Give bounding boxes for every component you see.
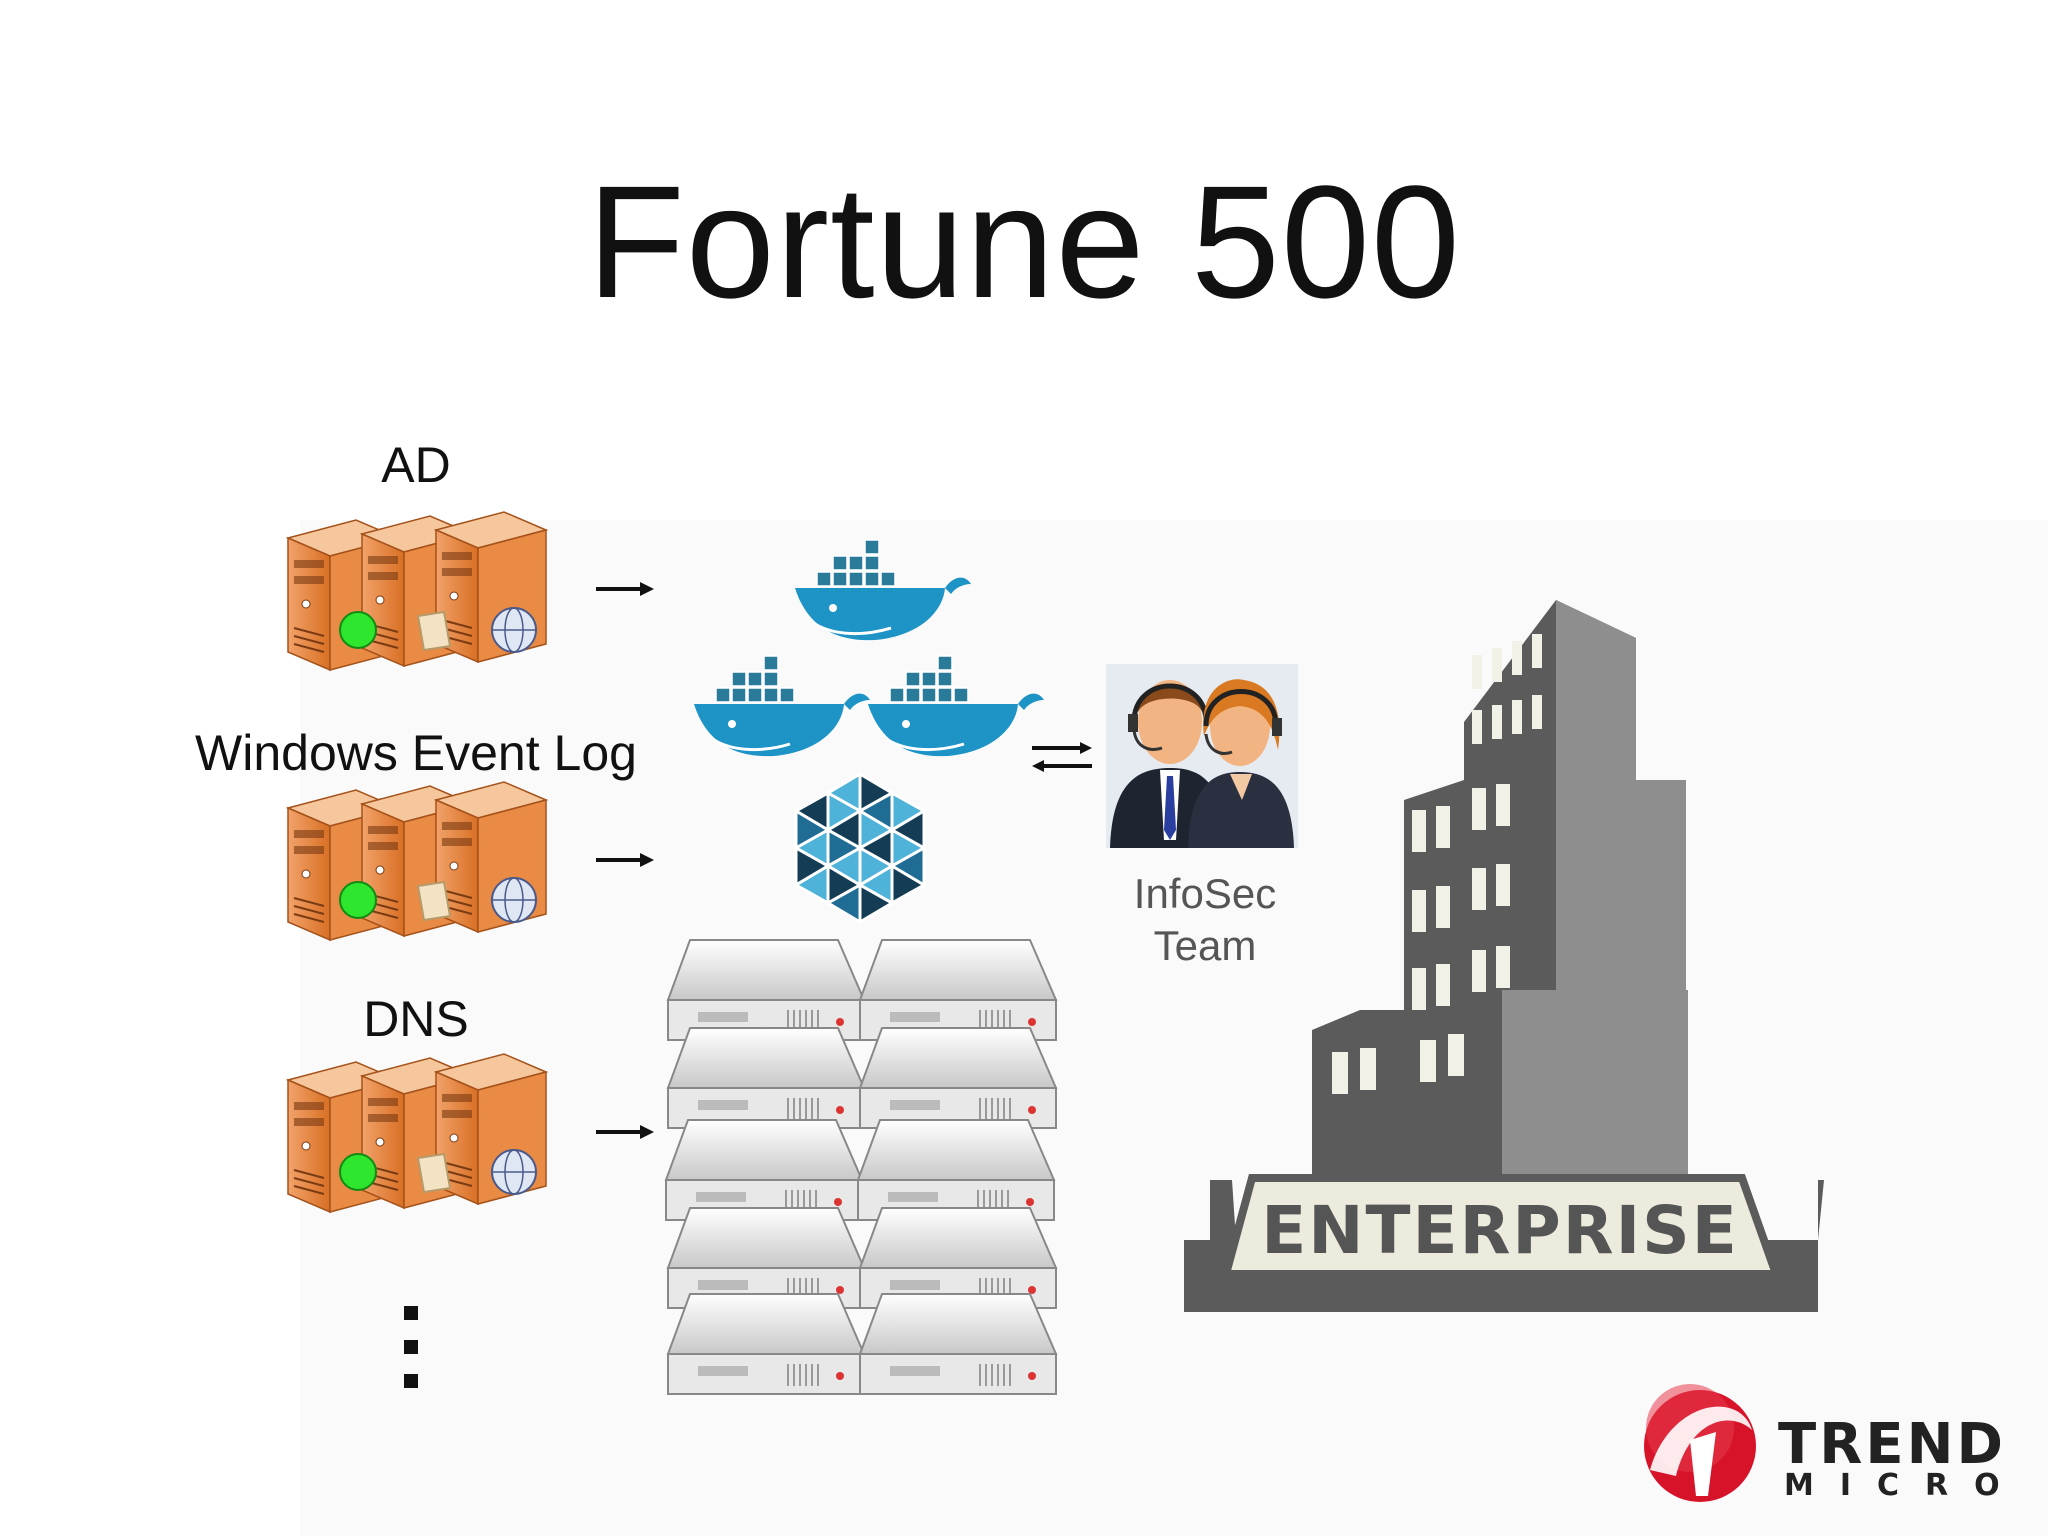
source-label-ad: AD: [381, 437, 451, 493]
infosec-team-label: InfoSec Team: [1110, 868, 1300, 972]
source-label-windows-event-log: Windows Event Log: [195, 725, 637, 781]
support-team-icon: [1106, 664, 1298, 848]
vertical-ellipsis-icon: [404, 1306, 418, 1388]
infosec-label-line1: InfoSec: [1133, 870, 1277, 917]
trend-micro-logo-line2: MICRO: [1784, 1468, 2026, 1503]
server-cluster-icon-windows: [288, 782, 546, 940]
source-label-dns: DNS: [363, 991, 469, 1047]
enterprise-label: ENTERPRISE: [1261, 1192, 1739, 1269]
trademark-symbol: ™: [1976, 1452, 1988, 1466]
arrow-icon-dns: [596, 1125, 654, 1139]
bidirectional-arrow-icon: [1032, 742, 1092, 772]
trend-micro-logo-icon: [1644, 1384, 1756, 1502]
enterprise-building-icon: [1184, 600, 1824, 1312]
hexagon-cluster-icon: [792, 771, 928, 925]
server-cluster-icon-dns: [288, 1054, 546, 1212]
infosec-label-line2: Team: [1153, 922, 1257, 969]
docker-whale-icon-left: [692, 654, 872, 758]
arrow-icon-windows: [596, 853, 654, 867]
server-cluster-icon-ad: [288, 512, 546, 670]
trend-micro-logo-line1: TREND: [1778, 1412, 2006, 1477]
docker-whale-icon-top: [793, 538, 973, 642]
rack-server-icon-grid: [665, 939, 1057, 1395]
arrow-icon-ad: [596, 582, 654, 596]
docker-whale-icon-right: [866, 654, 1046, 758]
slide-title: Fortune 500: [587, 152, 1461, 331]
